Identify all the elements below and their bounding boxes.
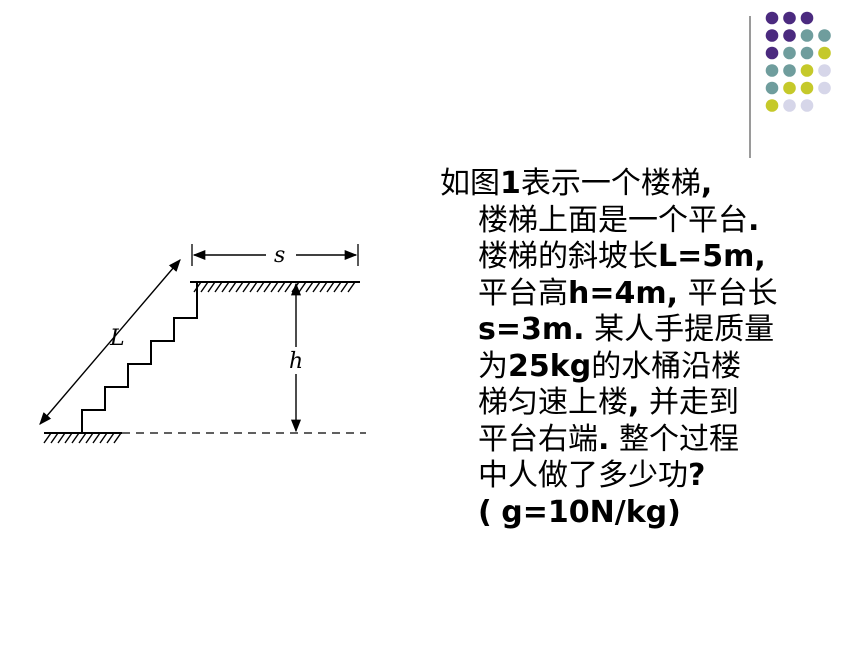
decorative-dot [783,46,796,60]
decorative-dot [818,81,831,95]
decorative-dot [783,81,796,95]
slope-arrow [39,259,181,425]
decorative-dot [765,29,779,42]
hatch-mark [43,432,52,444]
decorative-dot [765,81,779,95]
decorative-dot [783,29,796,42]
hatch-mark [326,281,335,293]
hatch-mark [340,281,349,293]
decorative-dot [800,46,814,60]
hatch-mark [57,432,66,444]
problem-line-10: ( g=10N/kg) [478,494,681,530]
hatch-mark [113,432,122,444]
staircase-diagram: L s h [39,243,366,444]
decorative-dot [765,99,779,112]
problem-line-2: 楼梯上面是一个平台. [478,202,760,238]
problem-line-9: 中人做了多少功? [478,458,706,493]
hatch-mark [200,281,209,293]
decorative-dot [765,46,779,60]
problem-line-5: s=3m. 某人手提质量 [478,312,775,347]
decorative-dot [765,64,779,77]
height-label: h [289,349,303,374]
hatch-mark [99,432,108,444]
hatch-mark [221,281,230,293]
decorative-dot-grid [765,11,831,112]
hatch-mark [277,281,286,293]
hatch-mark [312,281,321,293]
hatch-mark [305,281,314,293]
decorative-dot [800,11,814,25]
problem-line-6: 为25kg的水桶沿楼 [478,348,742,384]
hatch-mark [298,281,307,293]
decorative-dot [800,99,814,112]
problem-line-8: 平台右端. 整个过程 [478,421,739,457]
slope-label: L [109,326,125,351]
hatch-mark [106,432,115,444]
problem-line-3: 楼梯的斜坡长L=5m, [478,239,766,274]
hatch-mark [242,281,251,293]
hatch-mark [263,281,272,293]
problem-line-7: 梯匀速上楼, 并走到 [478,385,739,420]
hatch-mark [64,432,73,444]
hatch-mark [214,281,223,293]
hatch-mark [92,432,101,444]
decorative-dot [765,11,779,25]
decorative-dot [783,64,796,77]
decorative-dot [818,29,831,42]
hatch-mark [193,281,202,293]
hatch-mark [50,432,59,444]
hatch-mark [85,432,94,444]
hatch-mark [235,281,244,293]
decorative-dot [800,81,814,95]
problem-line-4: 平台高h=4m, 平台长 [478,275,778,311]
decorative-dot [818,64,831,77]
hatch-mark [319,281,328,293]
decorative-dot [783,99,796,112]
hatch-mark [228,281,237,293]
problem-text: 如图1表示一个楼梯, 楼梯上面是一个平台. 楼梯的斜坡长L=5m, 平台高h=4… [440,166,840,531]
ground-hatching [43,432,122,444]
hatch-mark [71,432,80,444]
platform-hatching [193,281,356,293]
hatch-mark [284,281,293,293]
hatch-mark [207,281,216,293]
decorative-dot [818,46,831,60]
hatch-mark [347,281,356,293]
decorative-dot [800,29,814,42]
divider-line [749,16,751,158]
hatch-mark [249,281,258,293]
hatch-mark [78,432,87,444]
problem-line-1: 如图1表示一个楼梯, [440,166,713,201]
hatch-mark [270,281,279,293]
hatch-mark [256,281,265,293]
stairs-outline [81,282,198,433]
hatch-mark [333,281,342,293]
decorative-dot [800,64,814,77]
length-label: s [274,243,285,268]
decorative-dot [783,11,796,25]
